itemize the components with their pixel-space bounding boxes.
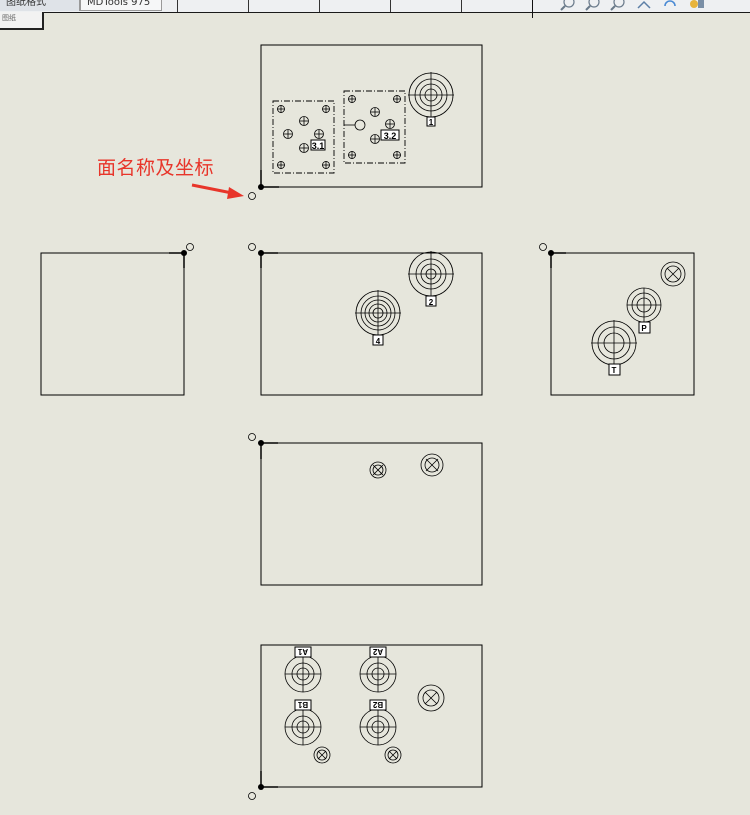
toolbar-divider [461, 0, 462, 12]
label-3-2: 3.2 [384, 131, 397, 141]
label-b2: B2 [372, 700, 383, 709]
tab-drawing-format[interactable]: 图纸格式 [0, 0, 80, 11]
view-left[interactable] [40, 243, 194, 396]
origin-marker [539, 243, 566, 268]
view-bottom-2[interactable]: A1 A2 B1 B2 [248, 644, 483, 800]
label-1: 1 [429, 118, 434, 127]
toolbar-divider [177, 0, 178, 12]
toolbar-divider [532, 0, 533, 18]
label-3-1: 3.1 [312, 141, 325, 151]
zoom-in-out-icon[interactable] [610, 0, 626, 11]
label-4: 4 [376, 337, 381, 346]
label-p: P [641, 324, 647, 333]
tab-mdtools[interactable]: MDTools 975 [80, 0, 162, 11]
toolbar-divider [319, 0, 320, 12]
top-toolbar: 图纸格式 MDTools 975 [0, 0, 750, 18]
toolbar-divider [248, 0, 249, 12]
label-a2: A2 [372, 647, 383, 656]
display-style-icon[interactable] [688, 0, 704, 11]
origin-marker [248, 771, 278, 800]
origin-marker [248, 243, 278, 268]
origin-marker [248, 433, 278, 459]
view-top[interactable]: 3.1 3.2 1 [248, 44, 483, 200]
label-t: T [612, 366, 617, 375]
toolbar-divider [390, 0, 391, 12]
face-name-annotation: 面名称及坐标 [97, 157, 215, 179]
origin-marker [248, 170, 279, 200]
label-a1: A1 [297, 647, 308, 656]
origin-marker [169, 243, 194, 268]
zoom-area-icon[interactable] [585, 0, 601, 11]
view-bottom-1[interactable] [248, 433, 483, 586]
label-2: 2 [429, 298, 434, 307]
annotation-arrow-icon [191, 183, 244, 199]
rotate-icon[interactable] [662, 0, 678, 11]
view-right[interactable]: P T [539, 243, 695, 396]
view-front[interactable]: 2 4 [248, 243, 483, 396]
sheet-tab[interactable]: 图纸 [0, 12, 44, 30]
pan-icon[interactable] [636, 0, 652, 11]
zoom-fit-icon[interactable] [560, 0, 576, 11]
label-b1: B1 [297, 700, 308, 709]
